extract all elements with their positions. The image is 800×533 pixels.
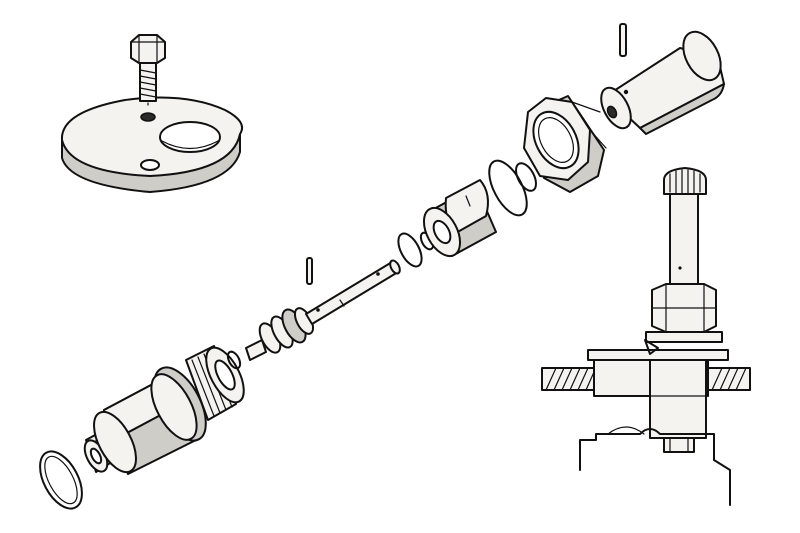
sealing-ring-large bbox=[39, 450, 83, 510]
sleeve-pin bbox=[600, 30, 725, 135]
shaft-spindle bbox=[245, 259, 401, 361]
assembled-section-view bbox=[541, 167, 751, 506]
cotter-pin bbox=[306, 257, 313, 285]
mounting-flange bbox=[60, 96, 244, 193]
threaded-body bbox=[83, 345, 245, 475]
hex-bolt bbox=[130, 34, 166, 109]
plunger-bushing bbox=[422, 179, 497, 258]
pin-small bbox=[619, 23, 627, 57]
sealing-ring-pair bbox=[488, 159, 537, 217]
hex-nut bbox=[523, 95, 607, 193]
o-ring-small bbox=[226, 350, 242, 370]
